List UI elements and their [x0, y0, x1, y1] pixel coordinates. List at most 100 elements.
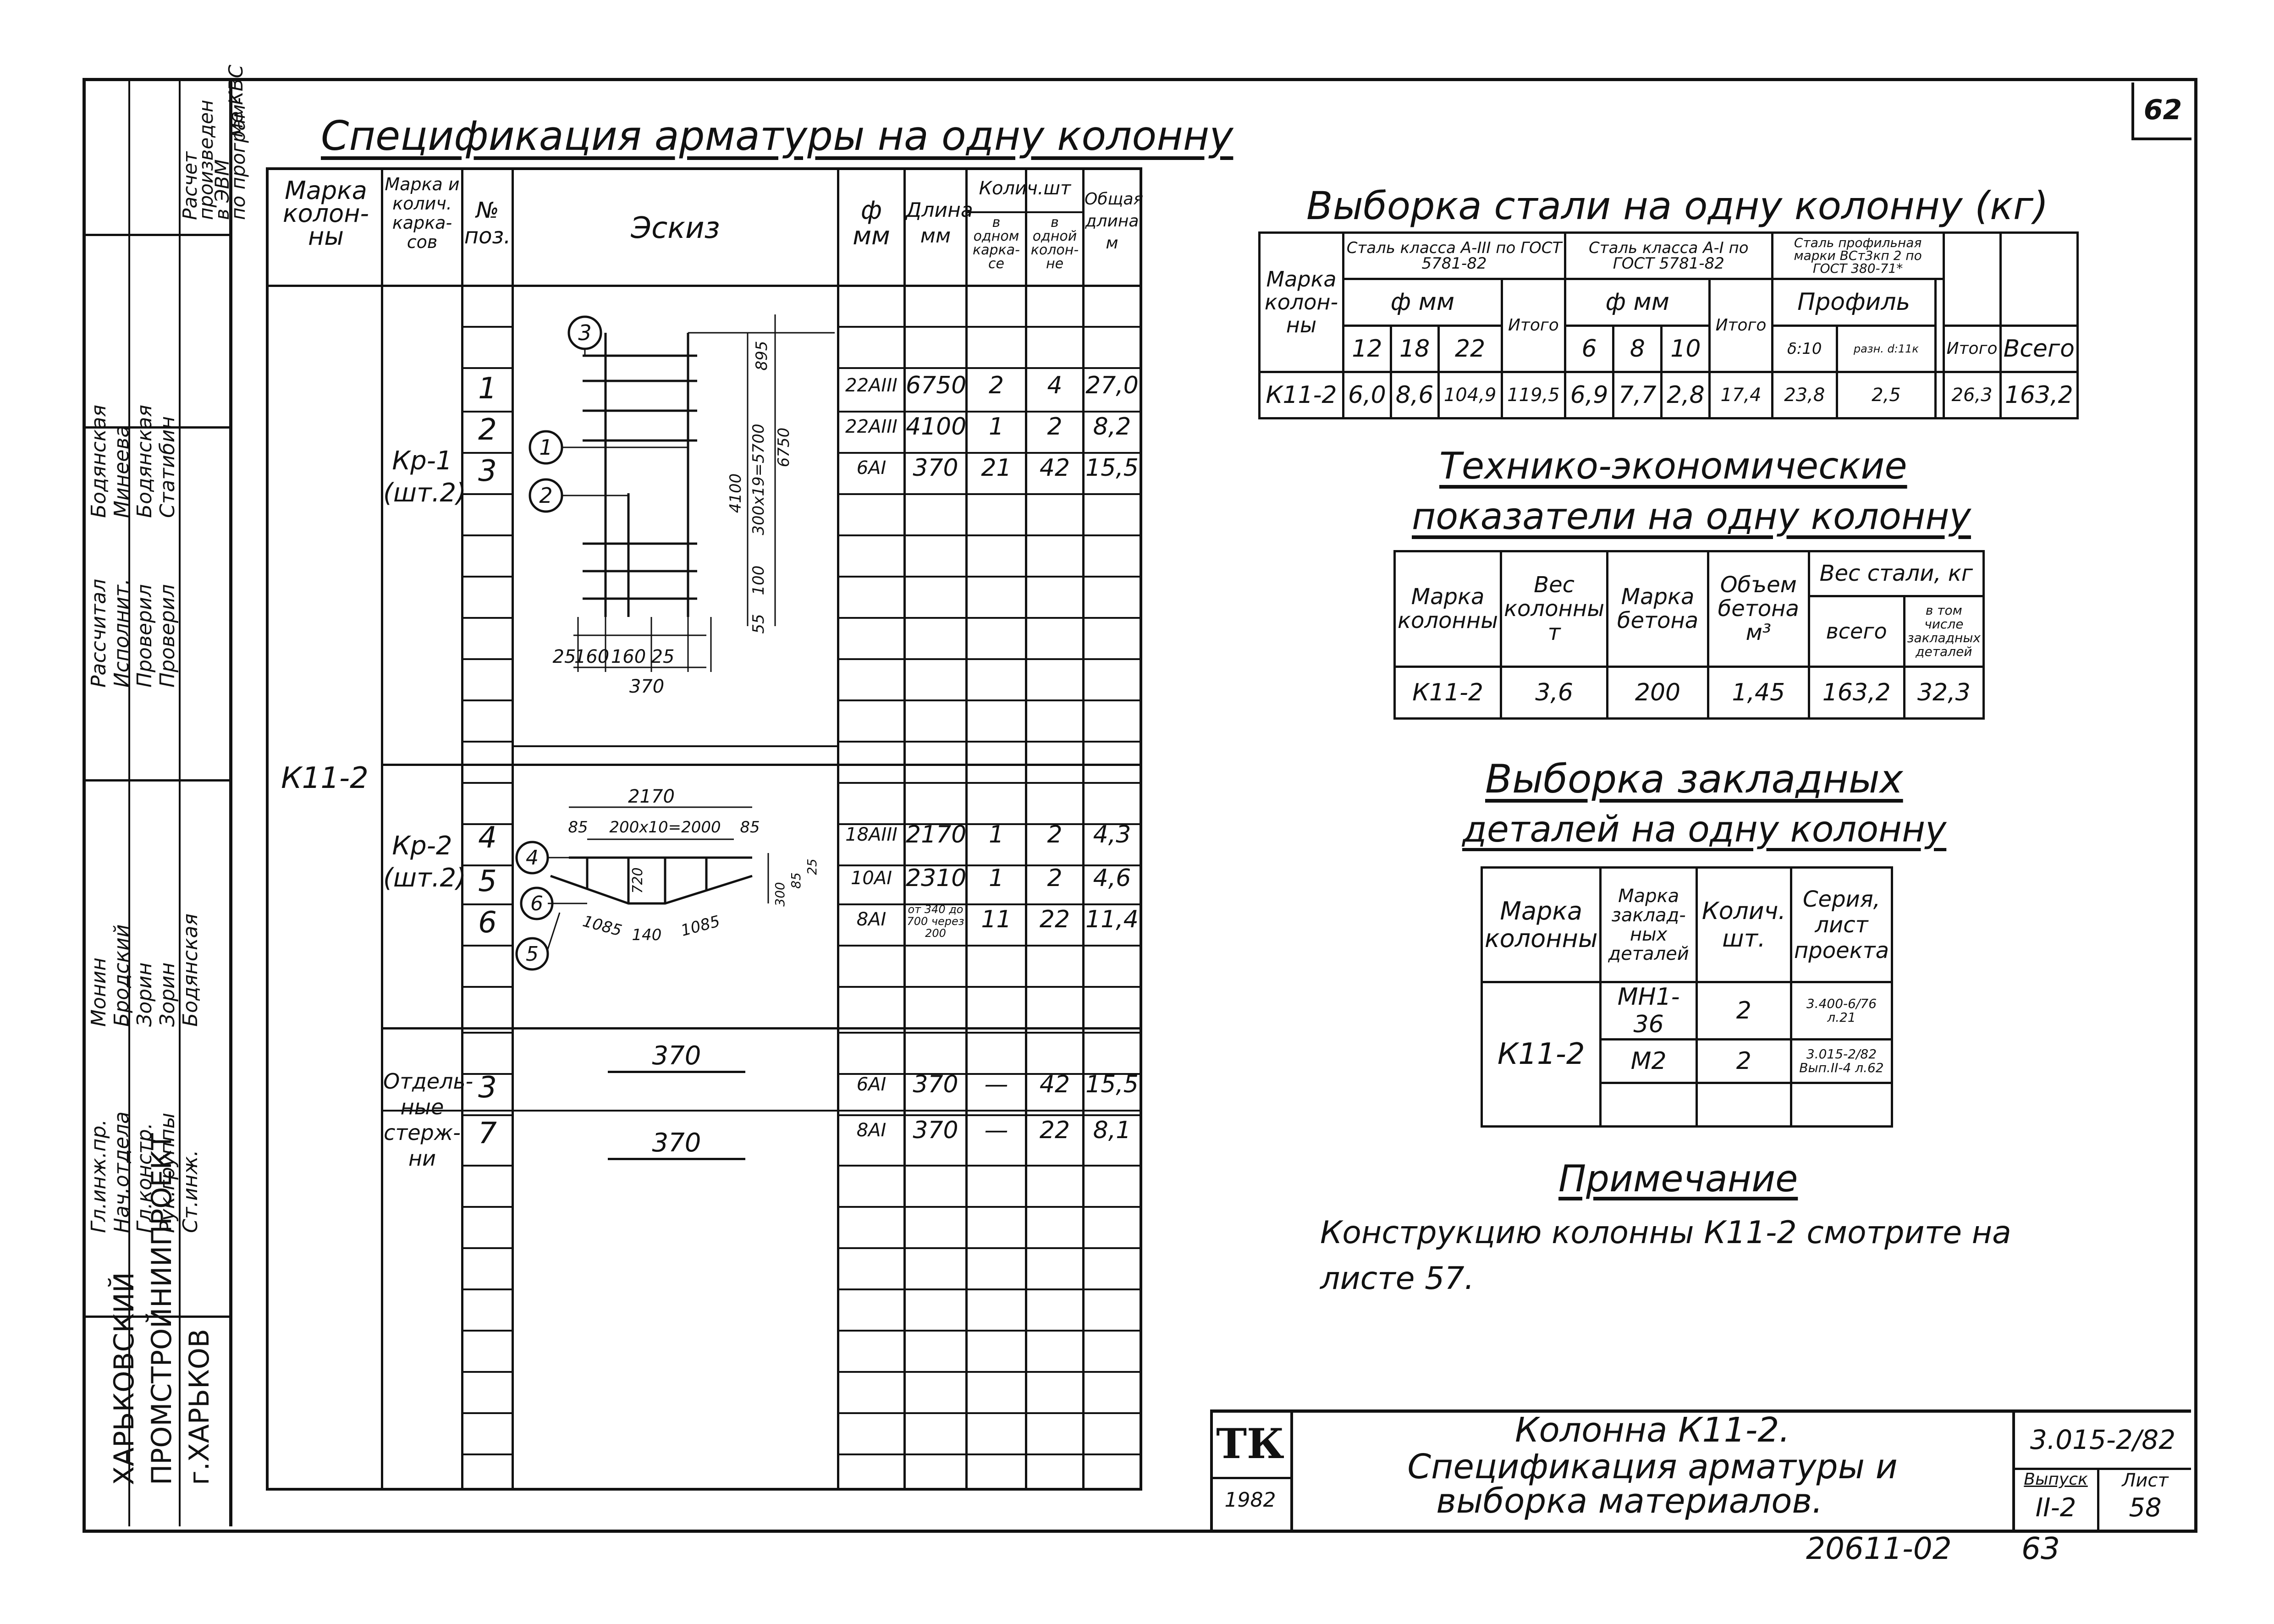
- person-name: Бродский: [110, 924, 133, 1027]
- steel-table: Марка колон-ны Сталь класса А-III по ГОС…: [1258, 231, 2079, 420]
- total-len: 15,5: [1085, 454, 1139, 482]
- qty-cage: 11: [981, 906, 1012, 933]
- sketch-kr1: 3 1 2 25 160 160 25 370 895 6750 300x19=…: [529, 314, 835, 697]
- note-title: Примечание: [1558, 1157, 1798, 1200]
- sheet-number: 58: [2129, 1493, 2162, 1523]
- person-name: Зорин: [133, 962, 156, 1027]
- drawing-frame: [83, 78, 2197, 1533]
- person-name: Бодянская: [179, 914, 202, 1027]
- person-name: Зорин: [156, 962, 179, 1027]
- len: 370: [913, 1071, 958, 1098]
- pos: 7: [478, 1117, 497, 1151]
- dia: 8АI: [856, 909, 886, 930]
- role-label: Гл.инж.пр.: [87, 1119, 110, 1233]
- svg-text:25: 25: [651, 646, 675, 667]
- dia: 22АIII: [845, 375, 897, 396]
- bar-length: 370: [608, 1041, 745, 1073]
- role-label: Рук.группы: [156, 1112, 179, 1233]
- dia: 10АI: [850, 868, 892, 889]
- tech-title-1: Технико-экономические: [1439, 445, 1907, 487]
- pos: 6: [478, 906, 497, 940]
- qty-cage: 1: [988, 413, 1004, 440]
- len: 2310: [906, 864, 967, 892]
- header-qty-col: в одной колон-не: [1030, 215, 1079, 272]
- total-len: 27,0: [1085, 372, 1139, 399]
- total-len: 15,5: [1085, 1071, 1139, 1098]
- qty-cage: 21: [981, 454, 1012, 482]
- embed-title-2: деталей на одну колонну: [1462, 809, 1947, 850]
- len: 4100: [906, 413, 967, 440]
- issue-number: II-2: [2035, 1493, 2076, 1523]
- svg-text:160: 160: [574, 646, 609, 667]
- person-name: Бодянская: [87, 405, 110, 518]
- qty-col: 42: [1039, 454, 1070, 482]
- page-number: 62: [2131, 83, 2191, 140]
- issue-label: Выпуск: [2024, 1470, 2088, 1489]
- svg-text:300x19=5700: 300x19=5700: [749, 424, 768, 535]
- role-label: Нач.отдела: [110, 1111, 133, 1233]
- callout-3: 3: [578, 320, 591, 345]
- svg-text:300: 300: [772, 882, 787, 906]
- sketch-kr2: 4 6 5 2170 200x10=2000 85 85 1085 140 10…: [515, 786, 820, 971]
- qty-col: 2: [1047, 413, 1063, 440]
- header-dia: ф мм: [853, 196, 890, 250]
- embed-title-1: Выборка закладных: [1485, 756, 1903, 802]
- archive-code: 20611-02: [1806, 1531, 1952, 1566]
- callout-1: 1: [539, 435, 552, 460]
- cage-kr1: Кр-1 (шт.2): [383, 446, 466, 508]
- dia: 6АI: [856, 457, 886, 479]
- stamp-strip: [83, 78, 232, 1526]
- qty-cage: 1: [988, 821, 1004, 848]
- title-block: ТК 1982 Колонна К11-2. Спецификация арма…: [1210, 1409, 2191, 1530]
- svg-text:100: 100: [749, 566, 768, 595]
- total-len: 4,3: [1093, 821, 1131, 848]
- header-mark-cage: Марка и колич. карка-сов: [385, 174, 460, 252]
- sheet-label: Лист: [2122, 1470, 2169, 1491]
- series-code: 3.015-2/82: [2030, 1424, 2176, 1455]
- header-qty-cage: в одном карка-се: [973, 215, 1020, 272]
- note-text-1: Конструкцию колонны К11-2 смотрите на: [1320, 1215, 2011, 1251]
- pos: 5: [478, 864, 497, 898]
- role-label: Исполнит.: [110, 578, 133, 688]
- calc-note: ме КВС: [225, 65, 247, 138]
- role-label: Рассчитал: [87, 578, 110, 688]
- svg-text:55: 55: [749, 614, 768, 633]
- embed-table: Марка колонны Марка заклад-ных деталей К…: [1480, 866, 1894, 1128]
- svg-text:4100: 4100: [727, 473, 745, 513]
- total-len: 11,4: [1085, 906, 1139, 933]
- qty-cage: 1: [988, 864, 1004, 892]
- header-qty: Колич.шт: [979, 178, 1071, 199]
- dia: 6АI: [856, 1074, 886, 1095]
- person-name: Монин: [87, 957, 110, 1027]
- svg-text:85: 85: [740, 818, 760, 837]
- svg-text:6750: 6750: [775, 428, 793, 468]
- header-mark-col: Марка колон-ны: [283, 176, 369, 251]
- tech-table: Марка колонны Вес колонны т Марка бетона…: [1393, 550, 1985, 720]
- svg-text:370: 370: [629, 676, 664, 697]
- len: 2170: [906, 821, 967, 848]
- qty-col: 4: [1047, 372, 1063, 399]
- len: 370: [913, 454, 958, 482]
- qty-col: 2: [1047, 864, 1063, 892]
- total-len: 4,6: [1093, 864, 1131, 892]
- qty-col: 22: [1039, 1117, 1070, 1144]
- qty-cage: 2: [988, 372, 1004, 399]
- person-name: Бодянская: [133, 405, 156, 518]
- bar-length: 370: [608, 1128, 745, 1160]
- sheet-title-2: Спецификация арматуры и: [1407, 1447, 1898, 1486]
- qty-cage: —: [984, 1071, 1008, 1098]
- svg-text:2170: 2170: [628, 786, 675, 807]
- svg-text:160: 160: [611, 646, 646, 667]
- sheet-title-3: выборка материалов.: [1436, 1481, 1823, 1521]
- role-label: Проверил: [156, 584, 179, 688]
- pos: 3: [478, 454, 497, 488]
- total-len: 8,1: [1093, 1117, 1131, 1144]
- svg-text:25: 25: [804, 859, 820, 875]
- header-total: Общая длина м: [1085, 190, 1144, 253]
- callout-6: 6: [530, 892, 543, 915]
- spec-table: Марка колон-ны Марка и колич. карка-сов …: [266, 167, 1144, 1491]
- dia: 22АIII: [845, 416, 897, 437]
- qty-col: 22: [1039, 906, 1070, 933]
- svg-text:200x10=2000: 200x10=2000: [609, 818, 721, 837]
- column-mark: К11-2: [281, 761, 369, 795]
